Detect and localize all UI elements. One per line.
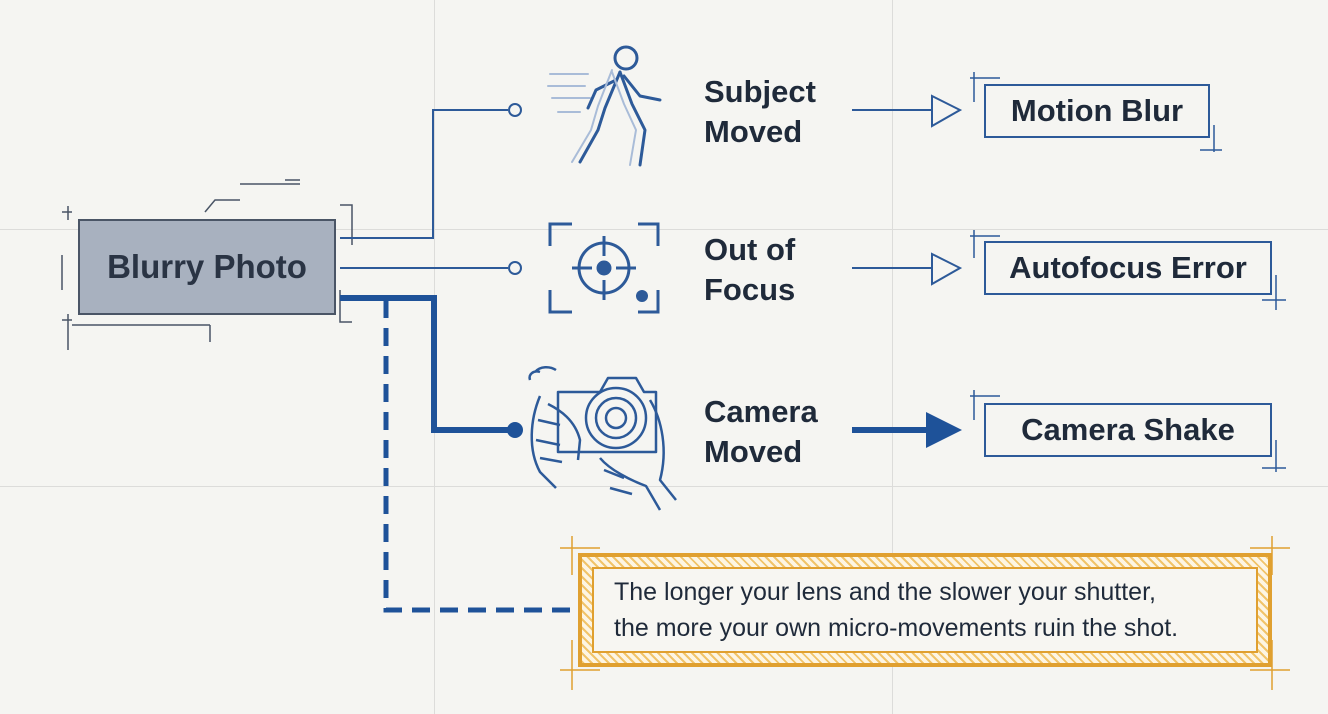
grid-line [0, 229, 1328, 230]
cause-label: Focus [704, 272, 796, 307]
note-line: The longer your lens and the slower your… [614, 578, 1156, 606]
result-motion-blur: Motion Blur [984, 84, 1210, 138]
hands-holding-camera-icon [528, 366, 677, 511]
tip-note-inner: The longer your lens and the slower your… [592, 567, 1258, 653]
walking-person-icon [547, 45, 662, 167]
root-node: Blurry Photo [78, 219, 336, 315]
result-label: Camera Shake [1021, 412, 1235, 447]
result-camera-shake: Camera Shake [984, 403, 1272, 457]
crosshair-mark [62, 206, 72, 220]
grid-line [892, 0, 893, 714]
root-label: Blurry Photo [107, 248, 307, 285]
cause-subject-moved: Subject Moved [704, 72, 854, 152]
focus-target-icon [548, 222, 660, 314]
result-label: Autofocus Error [1009, 250, 1247, 285]
cause-label: Camera [704, 394, 818, 429]
cause-label: Moved [704, 114, 803, 149]
tip-note: The longer your lens and the slower your… [578, 553, 1272, 667]
cause-label: Subject [704, 74, 816, 109]
cause-camera-moved: Camera Moved [704, 392, 854, 472]
result-autofocus-error: Autofocus Error [984, 241, 1272, 295]
cause-label: Moved [704, 434, 803, 469]
connector-camera [340, 295, 510, 433]
tip-note-text: The longer your lens and the slower your… [614, 574, 1178, 646]
cause-label: Out of [704, 232, 796, 267]
connector-subject [340, 109, 508, 239]
cause-out-of-focus: Out of Focus [704, 230, 854, 310]
connector-note [383, 300, 578, 613]
note-line: the more your own micro-movements ruin t… [614, 614, 1179, 642]
result-label: Motion Blur [1010, 93, 1184, 128]
